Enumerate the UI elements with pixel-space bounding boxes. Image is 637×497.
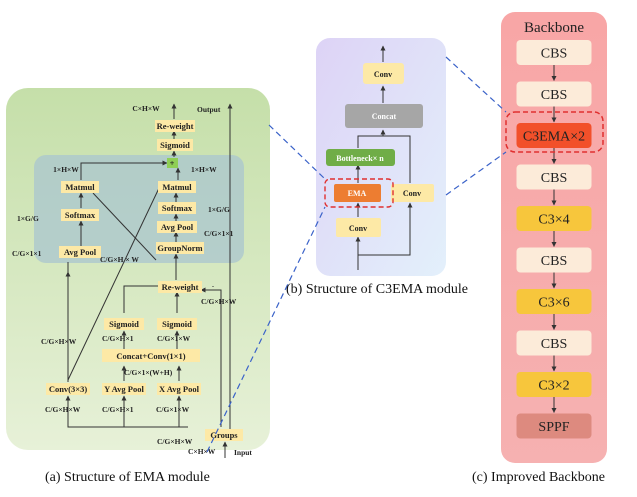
backbone-block-label: CBS — [541, 254, 567, 269]
backbone-block-bg — [516, 40, 592, 65]
ema-panel: Re-weight Sigmoid + Matmul Matmul Softma… — [6, 88, 270, 458]
c3-box-conv-bottom: Conv — [349, 224, 367, 233]
label-input: Input — [234, 448, 252, 457]
ema-box-sigmoid-left: Sigmoid — [109, 319, 139, 329]
backbone-block-label: C3×2 — [538, 379, 569, 394]
ema-box-concat-conv: Concat+Conv(1×1) — [116, 351, 185, 361]
c3-ema-highlight — [324, 178, 394, 208]
backbone-block-label: CBS — [541, 171, 567, 186]
label-output: Output — [197, 105, 221, 114]
label-1hw-right: 1×H×W — [191, 165, 217, 174]
ema-plus-node: + — [170, 158, 175, 168]
label-1gg-left: 1×G/G — [17, 214, 39, 223]
backbone-title: Backbone — [524, 20, 584, 36]
label-in-dim: C×H×W — [188, 447, 216, 456]
caption-backbone: (c) Improved Backbone — [472, 470, 605, 485]
backbone-block-label: C3×6 — [538, 296, 569, 311]
backbone-block-label: CBS — [541, 88, 567, 103]
caption-ema: (a) Structure of EMA module — [45, 470, 210, 485]
label-cgh1: C/G×H×1 — [102, 334, 134, 343]
caption-c3ema: (b) Structure of C3EMA module — [286, 282, 468, 297]
label-cg1w: C/G×1×W — [157, 334, 191, 343]
backbone-block-label: CBS — [541, 47, 567, 62]
c3-box-conv-right: Conv — [403, 189, 421, 198]
label-cg1w-bottom: C/G×1×W — [156, 405, 190, 414]
label-1hw-left: 1×H×W — [53, 165, 79, 174]
backbone-block-bg — [516, 247, 592, 273]
backbone-block-label: C3×4 — [538, 213, 569, 228]
label-cg1wh: C/G×1×(W+H) — [124, 368, 173, 377]
backbone-block-label: SPPF — [538, 420, 569, 435]
ema-dim-labels: C×H×W Output 1×H×W 1×H×W 1×G/G 1×G/G C/G… — [12, 104, 252, 457]
label-cg11-left: C/G×1×1 — [12, 249, 42, 258]
backbone-c3ema-highlight — [505, 111, 604, 153]
ema-box-reweight-mid: Re-weight — [162, 282, 199, 292]
ema-box-avgpool-right: Avg Pool — [161, 222, 194, 232]
label-cgh1-bottom: C/G×H×1 — [102, 405, 134, 414]
backbone-block-bg — [516, 123, 592, 148]
ema-box-groups: Groups — [210, 430, 238, 440]
label-cghw-diag: C/G×H × W — [100, 255, 139, 264]
backbone-panel: Backbone CBSCBSC3EMA×2CBSC3×4CBSC3×6CBSC… — [501, 12, 607, 463]
label-cghw-reweight: C/G×H×W — [201, 297, 237, 306]
backbone-block-bg — [516, 413, 592, 439]
ema-boxes: Re-weight Sigmoid + Matmul Matmul Softma… — [46, 120, 243, 441]
label-cg11-right: C/G×1×1 — [204, 229, 234, 238]
label-cghw-left: C/G×H×W — [41, 337, 77, 346]
ema-box-yavgpool: Y Avg Pool — [104, 384, 144, 394]
panel-link-lines — [206, 56, 507, 453]
c3ema-connectors — [355, 45, 413, 270]
backbone-block-bg — [516, 330, 592, 356]
c3-box-concat: Concat — [372, 112, 397, 121]
ema-box-matmul-left: Matmul — [65, 182, 95, 192]
backbone-block-label: C3EMA×2 — [523, 130, 585, 145]
backbone-block-bg — [516, 81, 592, 107]
backbone-block-label: CBS — [541, 337, 567, 352]
c3ema-panel: Conv Concat Bottleneck× n EMA Conv Conv — [316, 38, 446, 276]
backbone-block-bg — [516, 372, 592, 397]
ema-box-avgpool-left: Avg Pool — [64, 247, 97, 257]
ema-box-softmax-right: Softmax — [162, 203, 193, 213]
ema-box-conv33: Conv(3×3) — [49, 384, 88, 394]
c3-box-conv-top: Conv — [374, 70, 392, 79]
ema-box-matmul-right: Matmul — [162, 182, 192, 192]
c3-box-ema: EMA — [348, 189, 367, 198]
label-out-dim: C×H×W — [132, 104, 160, 113]
backbone-block-bg — [516, 206, 592, 231]
c3-box-bottleneck: Bottleneck× n — [336, 154, 384, 163]
label-1gg-right: 1×G/G — [208, 205, 230, 214]
ema-box-sigmoid-top: Sigmoid — [160, 140, 190, 150]
ema-box-sigmoid-right: Sigmoid — [162, 319, 192, 329]
ema-box-groupnorm: GroupNorm — [157, 243, 202, 253]
backbone-block-bg — [516, 289, 592, 314]
label-cghw-groups: C/G×H×W — [157, 437, 193, 446]
ema-box-softmax-left: Softmax — [65, 210, 96, 220]
backbone-block-bg — [516, 164, 592, 190]
ema-box-reweight-top: Re-weight — [157, 121, 194, 131]
label-cghw-conv: C/G×H×W — [45, 405, 81, 414]
ema-box-xavgpool: X Avg Pool — [159, 384, 200, 394]
